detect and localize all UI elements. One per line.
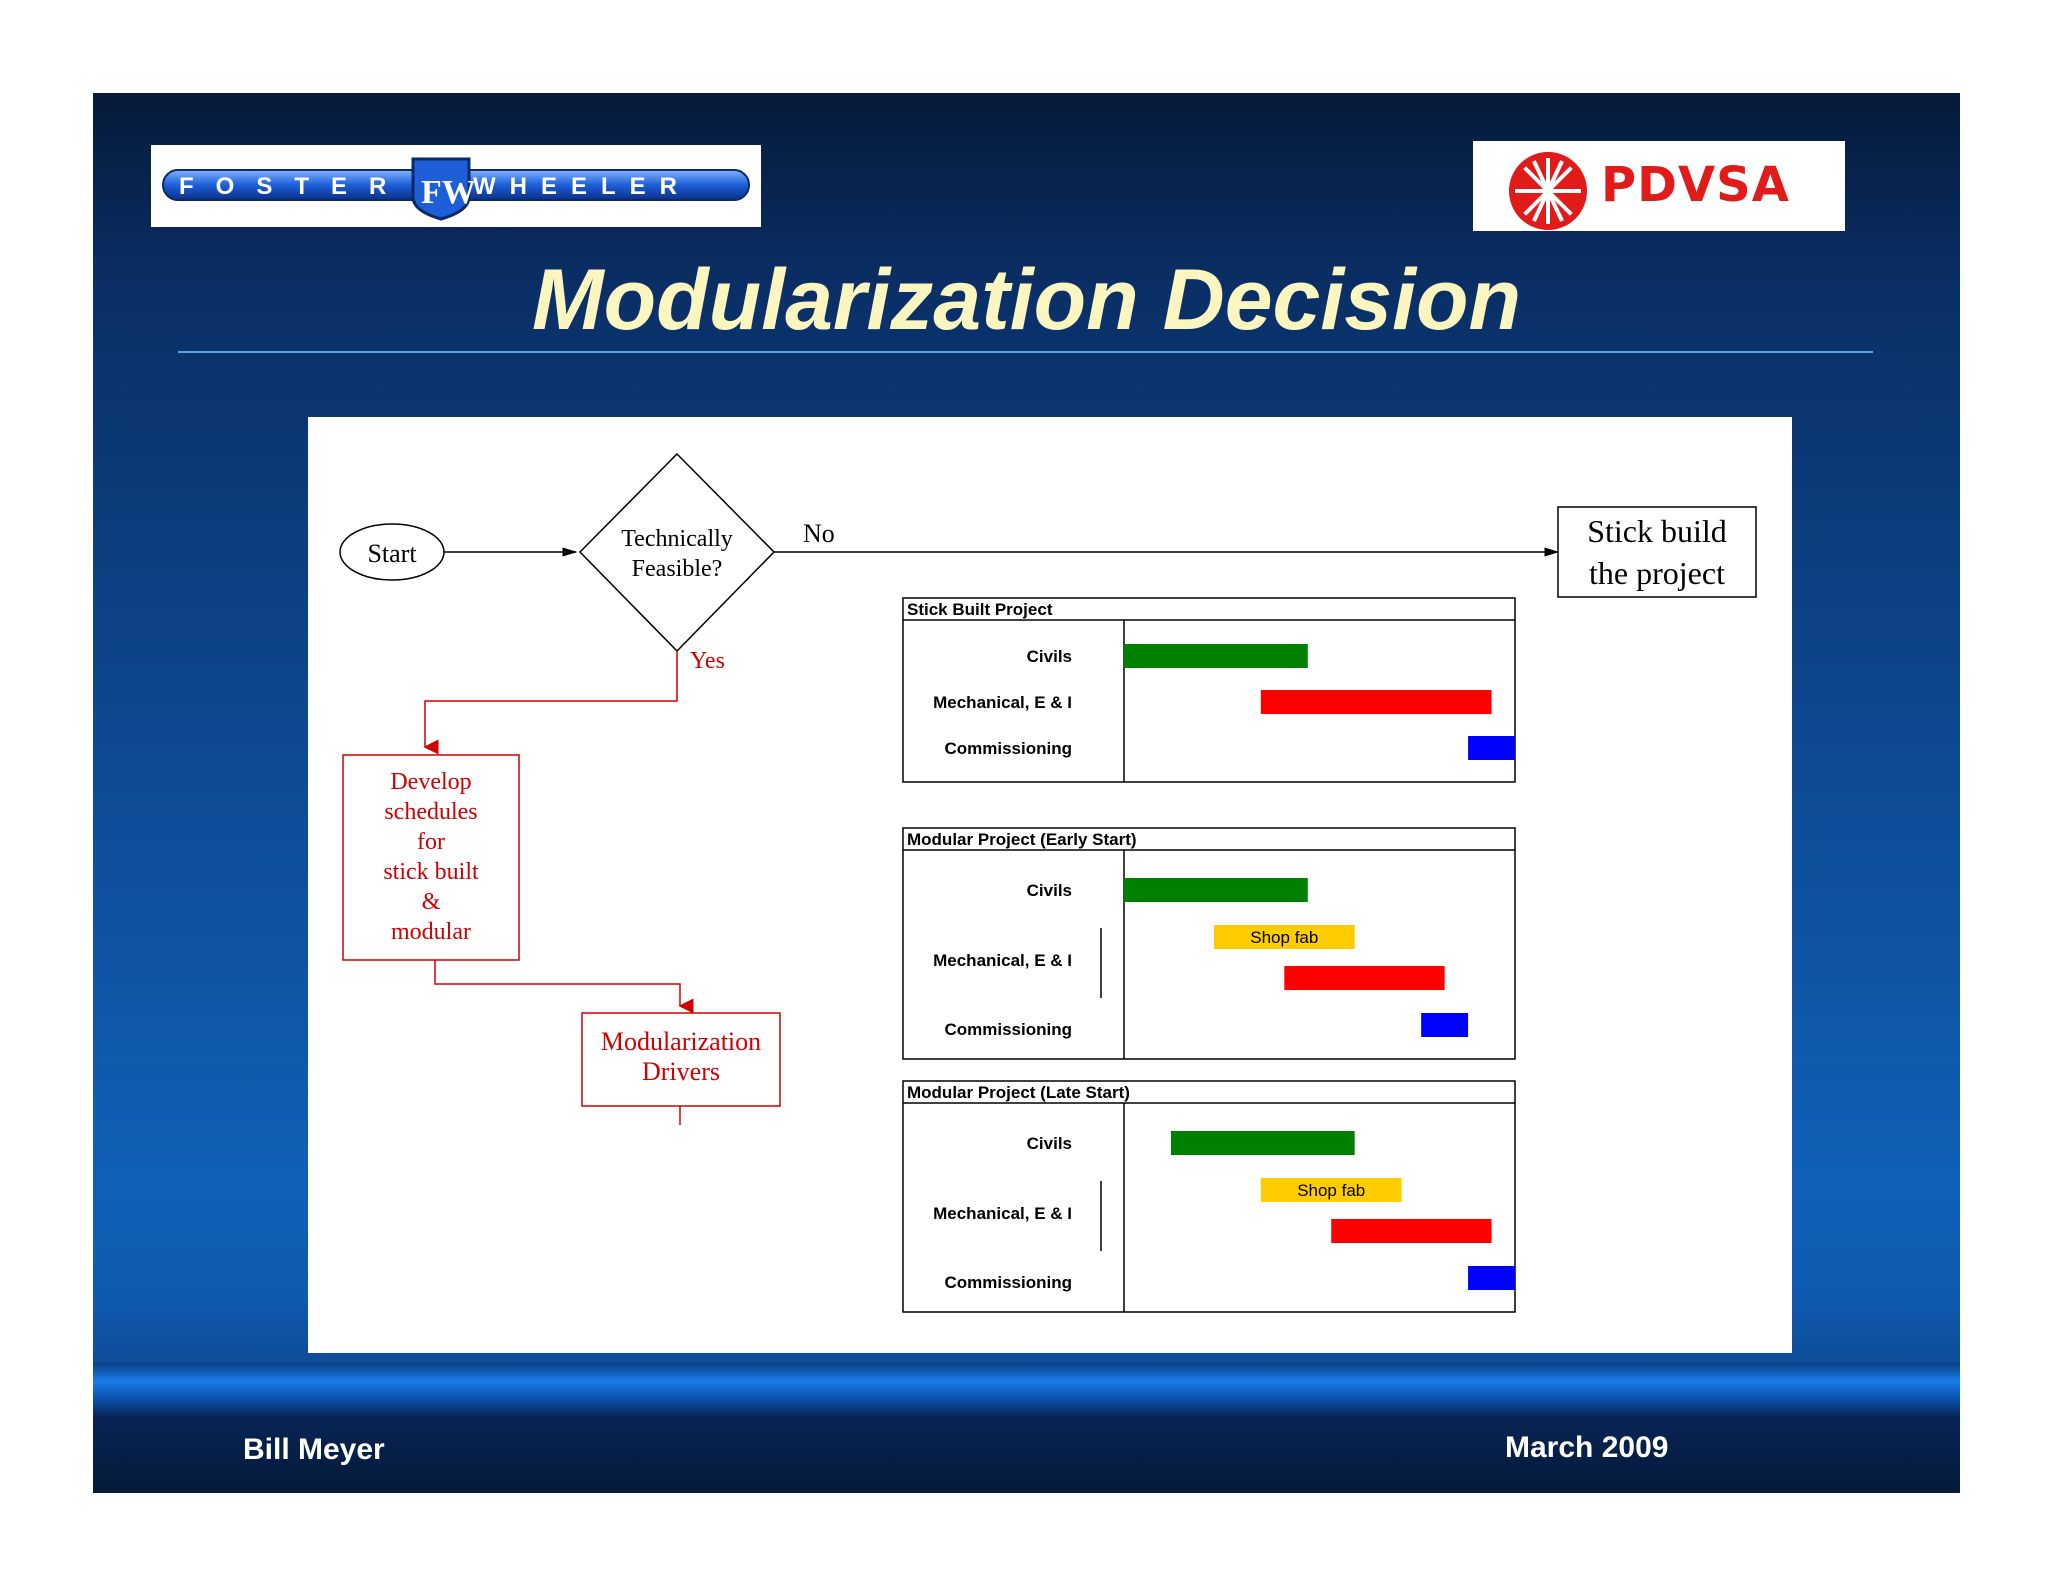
drivers-line1: Modularization [601,1027,761,1056]
gantt-bar [1213,925,1355,949]
stick-build-line2: the project [1589,555,1725,591]
gantt-panel-3 [902,1080,1516,1313]
drivers-line2: Drivers [642,1057,720,1086]
develop-schedules-box [342,754,520,961]
gantt-title: Modular Project (Late Start) [907,1083,1130,1102]
yes-label: Yes [690,648,725,674]
footer-author: Bill Meyer [243,1433,385,1466]
develop-line-4: stick built [383,859,479,885]
gantt-bar [1284,966,1445,990]
fw-monogram: FW [421,174,476,211]
gantt-bar [1468,1266,1515,1290]
stick-build-box [1557,506,1757,598]
gantt-panel-2 [902,827,1516,1060]
gantt-bar [1421,1013,1469,1037]
foster-wheeler-logo: FOSTER WHEELER FW [151,145,761,227]
gantt-row-label: Commissioning [944,1273,1072,1292]
decision-label-line2: Feasible? [632,556,723,582]
foster-wordmark: FOSTER [179,173,408,200]
gantt-bar [1468,736,1515,760]
gantt-bar [1260,690,1492,714]
footer-date: March 2009 [1505,1431,1669,1464]
gantt-bar-label: Shop fab [1297,1181,1365,1200]
gantt-row-label: Mechanical, E & I [933,951,1072,970]
title-divider [178,351,1873,353]
no-label: No [803,519,835,548]
foster-wheeler-logo-graphic: FOSTER WHEELER FW [162,157,750,221]
decision-diamond [578,452,776,653]
pdvsa-wordmark: PDVSA [1601,157,1790,213]
gantt-bar-label: Shop fab [1250,928,1318,947]
gantt-row-label: Civils [1027,647,1072,666]
slide-title: Modularization Decision [531,252,1522,348]
gantt-row-label: Civils [1027,1134,1072,1153]
develop-to-drivers-connector [434,960,694,1014]
gantt-bar [1260,1178,1402,1202]
gantt-title: Modular Project (Early Start) [907,830,1137,849]
gantt-row-label: Mechanical, E & I [933,693,1072,712]
pdvsa-emblem-icon [1509,152,1587,230]
pdvsa-logo: PDVSA [1473,141,1845,231]
yes-branch-connector [423,651,678,755]
gantt-row-label: Commissioning [944,1020,1072,1039]
slide: FOSTER WHEELER FW PDVSA Modularization D… [93,93,1960,1493]
develop-line-2: schedules [384,799,477,825]
footer-band [93,1363,1960,1493]
decision-label-line1: Technically [621,526,733,552]
gantt-row-label: Civils [1027,881,1072,900]
diagram-canvas: Start Technically Feasible? No Stick bui… [339,452,1757,1313]
gantt-title: Stick Built Project [907,600,1053,619]
gantt-row-label: Mechanical, E & I [933,1204,1072,1223]
gantt-row-label: Commissioning [944,739,1072,758]
gantt-bar [1170,1131,1355,1155]
develop-line-6: modular [391,919,471,945]
gantt-bar [1124,644,1308,668]
develop-line-1: Develop [390,769,471,795]
gantt-bar [1331,1219,1492,1243]
develop-line-5: & [422,889,441,915]
develop-line-3: for [417,829,445,855]
wheeler-wordmark: WHEELER [473,173,691,200]
modularization-drivers-box [581,1012,781,1107]
start-label: Start [367,539,417,568]
diagram-panel: Start Technically Feasible? No Stick bui… [308,417,1792,1353]
gantt-bar [1124,878,1308,902]
stick-build-line1: Stick build [1587,513,1727,549]
